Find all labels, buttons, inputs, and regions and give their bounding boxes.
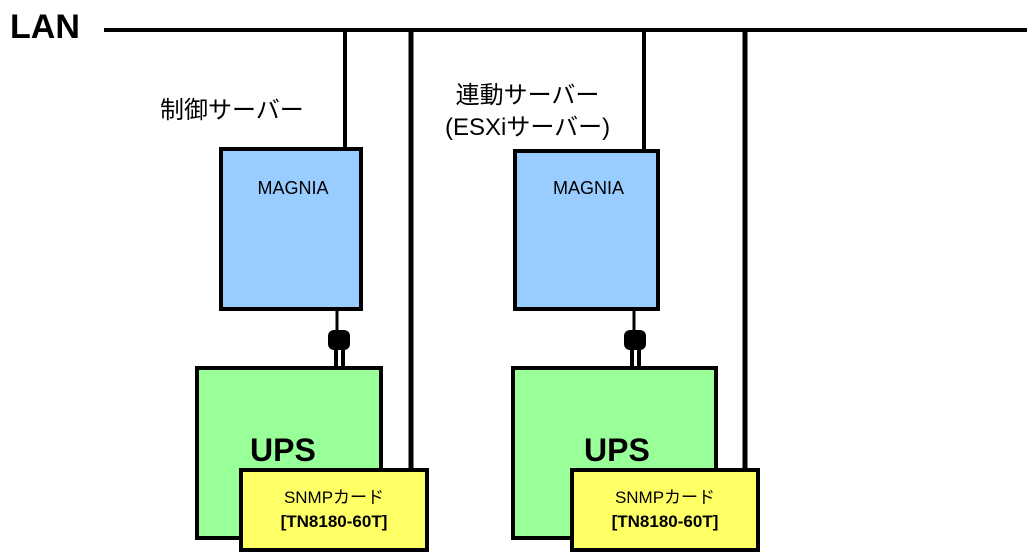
server-role-label-1: 制御サーバー bbox=[160, 95, 304, 127]
snmp-card-model: [TN8180-60T] bbox=[280, 512, 388, 531]
power-plug-icon bbox=[624, 309, 646, 368]
snmp-card-title: SNMPカード bbox=[614, 488, 716, 507]
server-box-1 bbox=[219, 147, 363, 311]
server-box-label-1: MAGNIA bbox=[257, 178, 329, 198]
server-role-line: 連動サーバー bbox=[455, 82, 600, 109]
snmp-card-model: [TN8180-60T] bbox=[611, 512, 719, 531]
snmp-card-1 bbox=[239, 468, 429, 552]
ups-label-2: UPS bbox=[584, 432, 650, 468]
server-role-line: 制御サーバー bbox=[160, 97, 304, 124]
power-plug-icon bbox=[328, 309, 350, 368]
server-box-2 bbox=[513, 149, 660, 311]
server-role-line: (ESXiサーバー) bbox=[445, 114, 611, 141]
snmp-card-text-1: SNMPカード [TN8180-60T] bbox=[243, 486, 425, 534]
snmp-card-2 bbox=[570, 468, 760, 552]
lan-label: LAN bbox=[10, 8, 80, 46]
server-role-label-2: 連動サーバー (ESXiサーバー) bbox=[445, 80, 610, 144]
server-box-label-2: MAGNIA bbox=[552, 178, 624, 198]
snmp-card-title: SNMPカード bbox=[283, 488, 385, 507]
snmp-card-text-2: SNMPカード [TN8180-60T] bbox=[574, 486, 756, 534]
ups-label-1: UPS bbox=[250, 432, 316, 468]
